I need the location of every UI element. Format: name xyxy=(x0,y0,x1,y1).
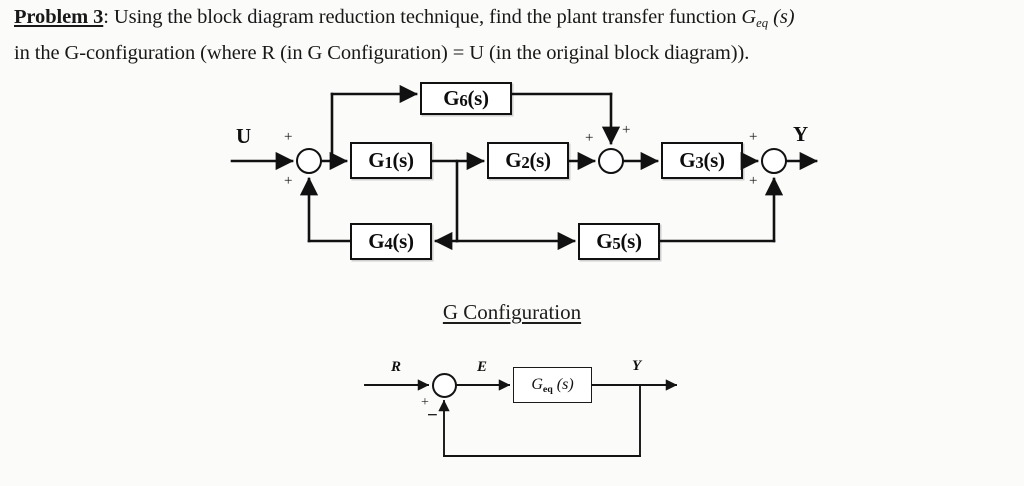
block-g1: G1(s) xyxy=(350,142,432,179)
signal-label-r: R xyxy=(391,359,402,375)
summing-junction-geq xyxy=(432,373,457,398)
signal-label-e: E xyxy=(477,359,488,375)
sign-sum3-top: + xyxy=(749,129,758,145)
signal-label-y-lower: Y xyxy=(632,358,642,374)
block-g1-label: G1(s) xyxy=(368,148,414,172)
block-g5-label: G5(s) xyxy=(596,229,642,253)
block-g6: G6(s) xyxy=(420,82,512,115)
block-g5: G5(s) xyxy=(578,223,660,260)
sign-sum1-bottom: + xyxy=(284,173,293,189)
block-g3: G3(s) xyxy=(661,142,743,179)
problem-line1-text-b: (s) xyxy=(768,6,795,28)
sign-sum2-top: + xyxy=(622,122,631,138)
signal-label-y: Y xyxy=(793,122,809,146)
block-geq: Geq (s) xyxy=(513,367,592,403)
summing-junction-1 xyxy=(296,148,322,174)
block-g3-label: G3(s) xyxy=(679,148,725,172)
sign-sum2-left: + xyxy=(585,130,594,146)
g-configuration-heading-text: G Configuration xyxy=(442,300,582,324)
block-g6-label: G6(s) xyxy=(443,86,489,110)
block-g4: G4(s) xyxy=(350,223,432,260)
problem-label: Problem 3 xyxy=(14,6,104,28)
geq-symbol: G xyxy=(741,6,757,28)
signal-label-u: U xyxy=(236,124,252,148)
sign-geq-plus: + xyxy=(421,395,429,410)
sign-sum1-top: + xyxy=(284,129,293,145)
problem-statement-line-2: in the G-configuration (where R (in G Co… xyxy=(14,42,750,65)
sign-geq-minus: − xyxy=(427,405,438,426)
summing-junction-2 xyxy=(598,148,624,174)
block-g4-label: G4(s) xyxy=(368,229,414,253)
block-g2: G2(s) xyxy=(487,142,569,179)
block-g2-label: G2(s) xyxy=(505,148,551,172)
geq-subscript: eq xyxy=(756,16,769,31)
g-configuration-heading: G Configuration xyxy=(0,300,1024,325)
block-geq-label: Geq (s) xyxy=(531,375,574,395)
problem-colon: : xyxy=(103,6,109,28)
summing-junction-3 xyxy=(761,148,787,174)
sign-sum3-bottom: + xyxy=(749,173,758,189)
problem-statement-line-1: Problem 3: Using the block diagram reduc… xyxy=(14,2,1016,38)
problem-line1-text-a: Using the block diagram reduction techni… xyxy=(108,6,742,28)
problem-statement: Problem 3: Using the block diagram reduc… xyxy=(14,2,1016,68)
